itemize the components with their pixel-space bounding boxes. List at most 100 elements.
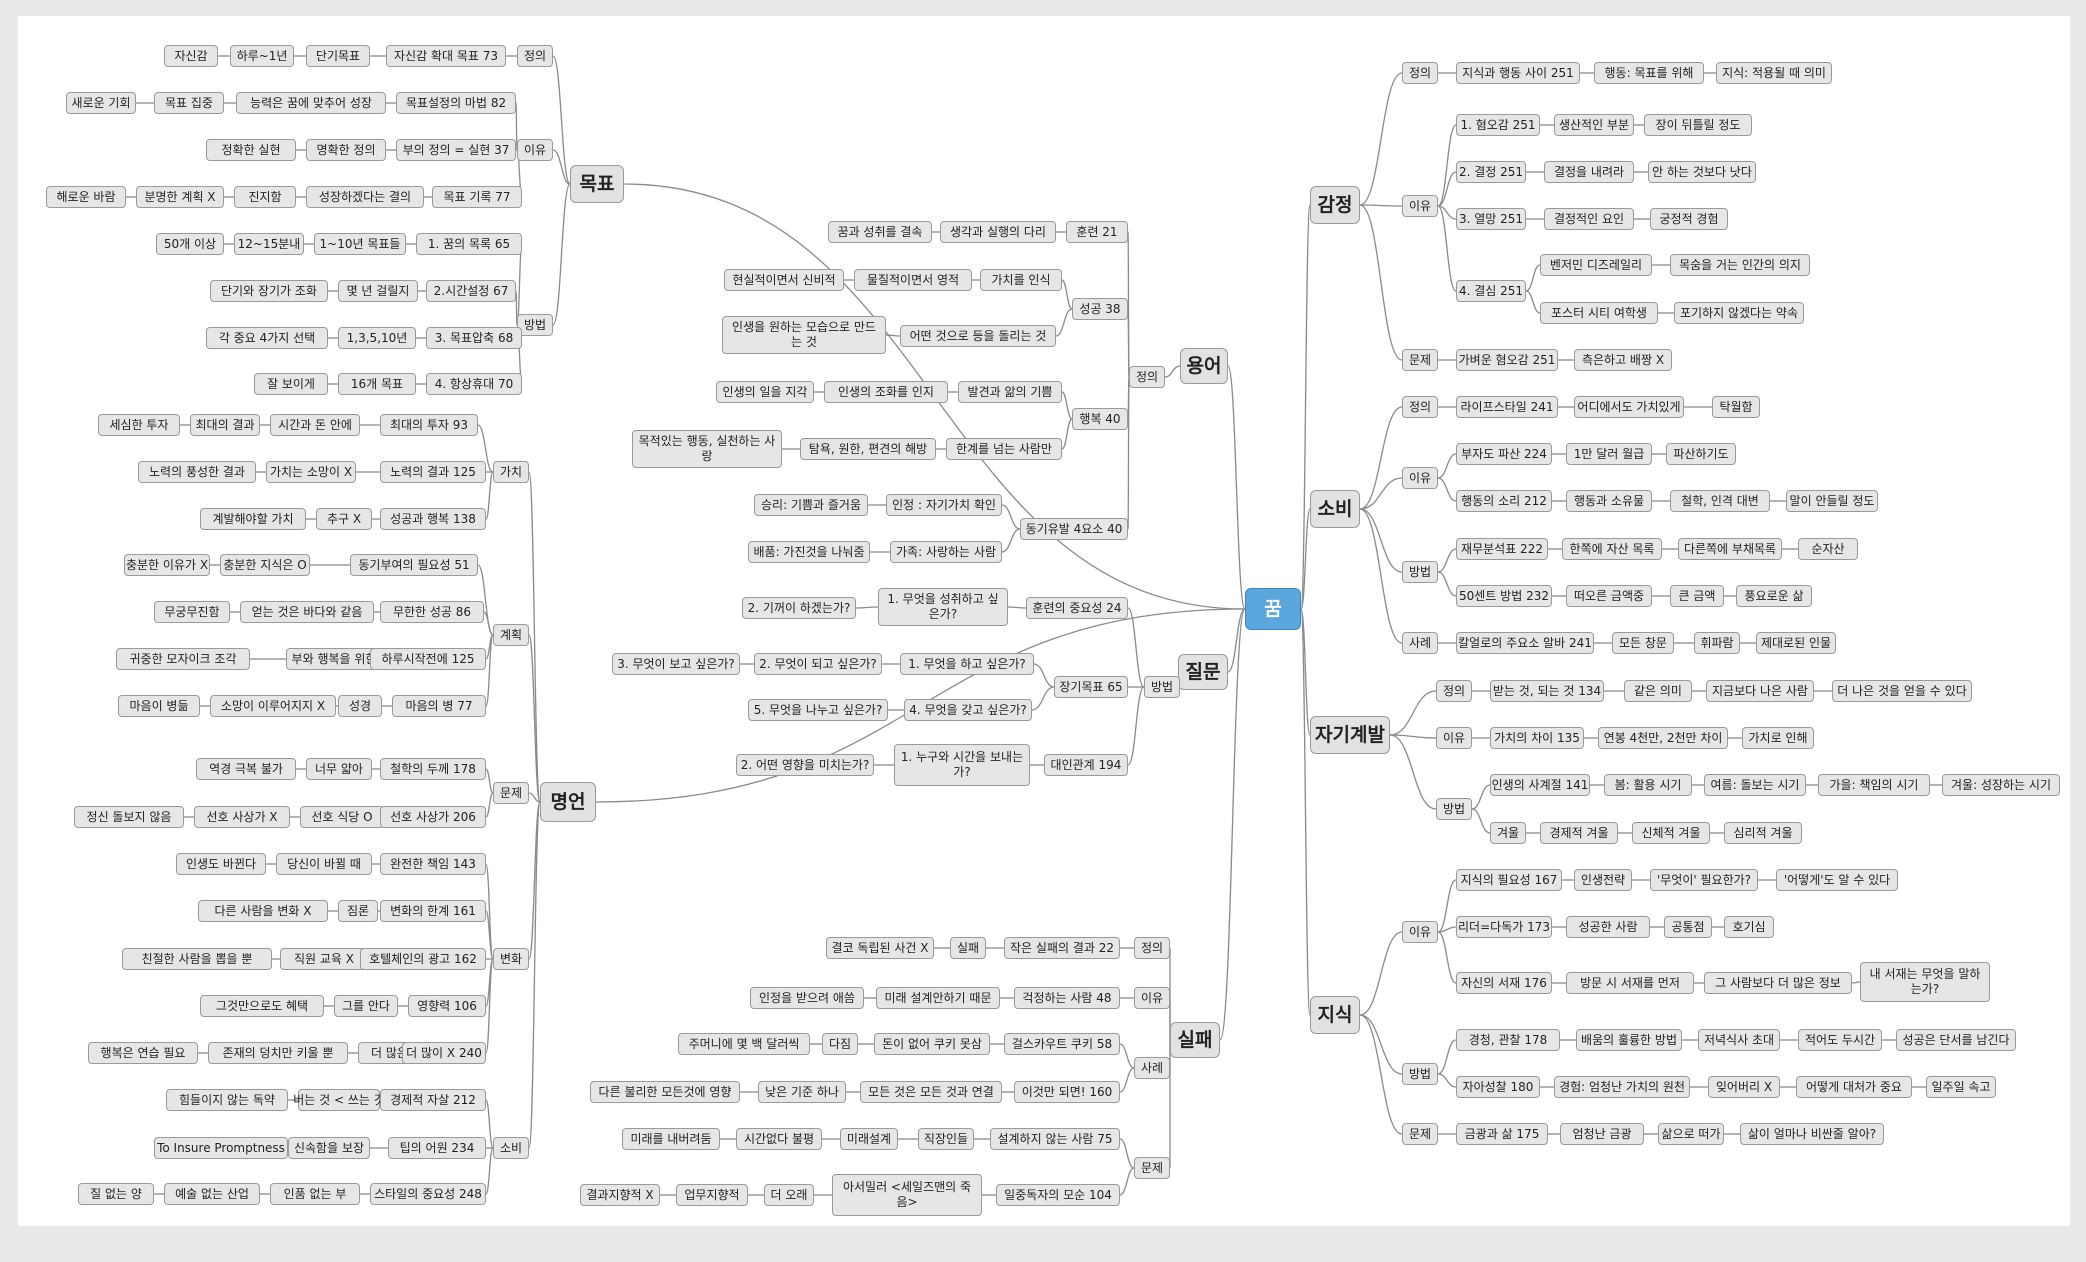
selfdev-node[interactable]: 지금보다 나은 사람 (1706, 680, 1814, 702)
quote-node[interactable]: 경제적 자살 212 (380, 1089, 486, 1111)
emotion-def[interactable]: 정의 (1402, 62, 1438, 84)
quote-node[interactable]: 신속함을 보장 (288, 1137, 370, 1159)
root-node-dream[interactable]: 꿈 (1245, 588, 1301, 630)
spending-node[interactable]: 1만 달러 월급 (1566, 443, 1652, 465)
quote-node[interactable]: 그를 안다 (334, 995, 398, 1017)
terms-node[interactable]: 꿈과 성취를 결속 (828, 221, 932, 243)
spending-node[interactable]: 어디에서도 가치있게 (1574, 396, 1684, 418)
selfdev-node[interactable]: 가치의 차이 135 (1490, 727, 1584, 749)
selfdev-node[interactable]: 가치로 인해 (1742, 727, 1814, 749)
terms-node[interactable]: 어떤 것으로 등을 돌리는 것 (900, 325, 1056, 347)
goal-node[interactable]: 목표설정의 마법 82 (396, 92, 516, 114)
emotion-node[interactable]: 결정을 내려라 (1544, 161, 1634, 183)
selfdev-node[interactable]: 봄: 활용 시기 (1604, 774, 1692, 796)
goal-def[interactable]: 정의 (517, 45, 553, 67)
terms-node[interactable]: 성공 38 (1072, 298, 1128, 320)
quote-node[interactable]: 마음이 병듦 (118, 695, 200, 717)
emotion-node[interactable]: 행동: 목표를 위해 (1594, 62, 1704, 84)
spending-node[interactable]: 말이 안들릴 정도 (1786, 490, 1878, 512)
question-node[interactable]: 1. 무엇을 하고 싶은가? (900, 653, 1034, 675)
quote-node[interactable]: 성공과 행복 138 (380, 508, 486, 530)
quote-consume[interactable]: 소비 (493, 1137, 529, 1159)
spending-node[interactable]: 순자산 (1798, 538, 1858, 560)
branch-failure[interactable]: 실패 (1170, 1022, 1220, 1058)
selfdev-node[interactable]: 연봉 4천만, 2천만 차이 (1598, 727, 1728, 749)
failure-node[interactable]: 시간없다 불평 (736, 1128, 822, 1150)
failure-node[interactable]: 모든 것은 모든 것과 연결 (860, 1081, 1002, 1103)
emotion-node[interactable]: 가벼운 혐오감 251 (1456, 349, 1558, 371)
spending-case[interactable]: 사례 (1402, 632, 1438, 654)
terms-node[interactable]: 행복 40 (1072, 408, 1128, 430)
goal-node[interactable]: 3. 목표압축 68 (426, 327, 522, 349)
quote-node[interactable]: 선호 식당 O (300, 806, 384, 828)
terms-node[interactable]: 가족: 사랑하는 사람 (890, 541, 1002, 563)
emotion-problem[interactable]: 문제 (1402, 349, 1438, 371)
terms-node[interactable]: 생각과 실행의 다리 (940, 221, 1056, 243)
spending-node[interactable]: 휘파람 (1694, 632, 1740, 654)
spending-node[interactable]: 제대로된 인물 (1756, 632, 1836, 654)
selfdev-node[interactable]: 겨울 (1490, 822, 1526, 844)
failure-node[interactable]: 일중독자의 모순 104 (996, 1184, 1120, 1206)
emotion-node[interactable]: 포기하지 않겠다는 약속 (1674, 302, 1804, 324)
failure-node[interactable]: 아서밀러 <세일즈맨의 죽음> (832, 1174, 982, 1216)
goal-node[interactable]: 1~10년 목표들 (314, 233, 406, 255)
terms-node[interactable]: 인정 : 자기가치 확인 (886, 494, 1002, 516)
quote-node[interactable]: 계발해야할 가치 (200, 508, 306, 530)
emotion-node[interactable]: 3. 열망 251 (1456, 208, 1526, 230)
terms-node[interactable]: 한계를 넘는 사람만 (946, 438, 1062, 460)
quote-node[interactable]: 선호 사상가 X (194, 806, 290, 828)
branch-knowledge[interactable]: 지식 (1310, 996, 1360, 1034)
knowledge-node[interactable]: 내 서재는 무엇을 말하는가? (1860, 962, 1990, 1002)
goal-node[interactable]: 자신감 확대 목표 73 (386, 45, 506, 67)
knowledge-node[interactable]: 자아성찰 180 (1456, 1076, 1540, 1098)
quote-node[interactable]: 충분한 이유가 X (124, 554, 210, 576)
goal-node[interactable]: 성장하겠다는 결의 (306, 186, 424, 208)
knowledge-method[interactable]: 방법 (1402, 1063, 1438, 1085)
goal-node[interactable]: 분명한 계획 X (136, 186, 224, 208)
knowledge-node[interactable]: 호기심 (1724, 916, 1774, 938)
spending-node[interactable]: 떠오른 금액중 (1566, 585, 1652, 607)
failure-node[interactable]: 설계하지 않는 사람 75 (990, 1128, 1120, 1150)
goal-node[interactable]: 몇 년 걸릴지 (338, 280, 418, 302)
goal-method[interactable]: 방법 (517, 314, 553, 336)
knowledge-node[interactable]: 금광과 삶 175 (1456, 1123, 1548, 1145)
quote-node[interactable]: 동기부여의 필요성 51 (350, 554, 478, 576)
branch-question[interactable]: 질문 (1178, 654, 1228, 690)
goal-node[interactable]: 단기와 장기가 조화 (210, 280, 328, 302)
knowledge-node[interactable]: 공통점 (1664, 916, 1712, 938)
quote-node[interactable]: 직원 교육 X (280, 948, 368, 970)
spending-method[interactable]: 방법 (1402, 561, 1438, 583)
knowledge-node[interactable]: 어떻게 대처가 중요 (1796, 1076, 1912, 1098)
failure-node[interactable]: 다짐 (822, 1033, 858, 1055)
branch-goal[interactable]: 목표 (570, 165, 624, 203)
terms-node[interactable]: 인생의 일을 지각 (716, 381, 814, 403)
knowledge-node[interactable]: 그 사람보다 더 많은 정보 (1704, 972, 1852, 994)
quote-node[interactable]: 철학의 두께 178 (380, 758, 486, 780)
quote-node[interactable]: 예술 없는 산업 (164, 1183, 260, 1205)
goal-node[interactable]: 새로운 기회 (66, 92, 136, 114)
failure-node[interactable]: 다른 불리한 모든것에 영향 (590, 1081, 740, 1103)
emotion-node[interactable]: 4. 결심 251 (1456, 280, 1526, 302)
emotion-node[interactable]: 장이 뒤틀릴 정도 (1644, 114, 1752, 136)
quote-node[interactable]: 역경 극복 불가 (196, 758, 296, 780)
knowledge-node[interactable]: 인생전략 (1574, 869, 1632, 891)
knowledge-node[interactable]: 경험: 엄청난 가치의 원천 (1554, 1076, 1690, 1098)
quote-node[interactable]: 추구 X (316, 508, 372, 530)
terms-node[interactable]: 발견과 앎의 기쁨 (958, 381, 1062, 403)
knowledge-node[interactable]: 리더=다독가 173 (1456, 916, 1552, 938)
failure-node[interactable]: 결과지향적 X (580, 1184, 660, 1206)
selfdev-node[interactable]: 같은 의미 (1624, 680, 1692, 702)
knowledge-node[interactable]: 삶이 얼마나 비싼줄 알아? (1740, 1123, 1884, 1145)
quote-node[interactable]: 인품 없는 부 (270, 1183, 360, 1205)
failure-node[interactable]: 작은 실패의 결과 22 (1004, 937, 1120, 959)
quote-plan[interactable]: 계획 (493, 624, 529, 646)
quote-node[interactable]: 더 많이 X 240 (402, 1042, 486, 1064)
emotion-node[interactable]: 궁정적 경험 (1650, 208, 1728, 230)
quote-node[interactable]: 행복은 연습 필요 (88, 1042, 198, 1064)
goal-node[interactable]: 해로운 바람 (46, 186, 126, 208)
spending-node[interactable]: 한쪽에 자산 목록 (1562, 538, 1662, 560)
quote-node[interactable]: 질 없는 양 (78, 1183, 154, 1205)
branch-spending[interactable]: 소비 (1310, 490, 1360, 528)
quote-node[interactable]: 세심한 투자 (98, 414, 180, 436)
goal-node[interactable]: 하루~1년 (230, 45, 294, 67)
